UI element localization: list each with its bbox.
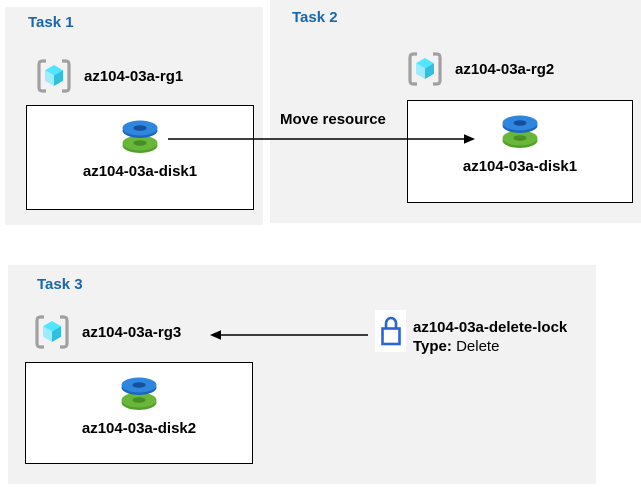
disk-icon: [121, 377, 157, 410]
resource-group-icon: [37, 59, 71, 93]
resource-group-icon: [35, 315, 69, 349]
task3-heading: Task 3: [37, 276, 83, 293]
task2-resource-group: az104-03a-rg2: [405, 50, 554, 88]
lock-type-value: Delete: [456, 338, 500, 355]
task2-panel: Task 2 az104-03a-rg2 az104-03a-disk1: [270, 0, 641, 223]
task3-disk-label: az104-03a-disk2: [81, 420, 197, 437]
move-resource-label: Move resource: [280, 111, 386, 128]
task1-resource-group: az104-03a-rg1: [34, 57, 183, 95]
task2-heading: Task 2: [292, 9, 338, 26]
lock-label-block: az104-03a-delete-lock Type: Delete: [413, 318, 567, 356]
resource-group-icon: [408, 52, 442, 86]
move-resource-arrow-icon: [168, 134, 475, 144]
task3-resource-box: az104-03a-disk2: [25, 362, 253, 464]
task3-rg-label: az104-03a-rg3: [82, 323, 182, 341]
task2-disk-label: az104-03a-disk1: [462, 158, 578, 175]
task1-heading: Task 1: [28, 14, 74, 31]
task3-panel: Task 3 az104-03a-rg3 az104-03a-disk2: [8, 265, 596, 484]
task1-panel: Task 1 az104-03a-rg1 az104-03a-disk1: [5, 7, 263, 225]
lock-icon: [375, 310, 406, 352]
disk-icon: [122, 120, 158, 153]
task3-resource-group: az104-03a-rg3: [32, 313, 181, 351]
task1-disk-label: az104-03a-disk1: [82, 163, 198, 180]
task1-rg-label: az104-03a-rg1: [84, 67, 184, 85]
lock-type-label: Type:: [413, 338, 452, 355]
task2-resource-box: az104-03a-disk1: [407, 100, 633, 203]
lock-name: az104-03a-delete-lock: [413, 319, 568, 336]
disk-icon: [502, 115, 538, 148]
task1-resource-box: az104-03a-disk1: [26, 105, 254, 210]
lock-type-line: Type: Delete: [413, 337, 567, 356]
task2-rg-label: az104-03a-rg2: [455, 60, 555, 78]
delete-lock-arrow-icon: [210, 330, 368, 340]
